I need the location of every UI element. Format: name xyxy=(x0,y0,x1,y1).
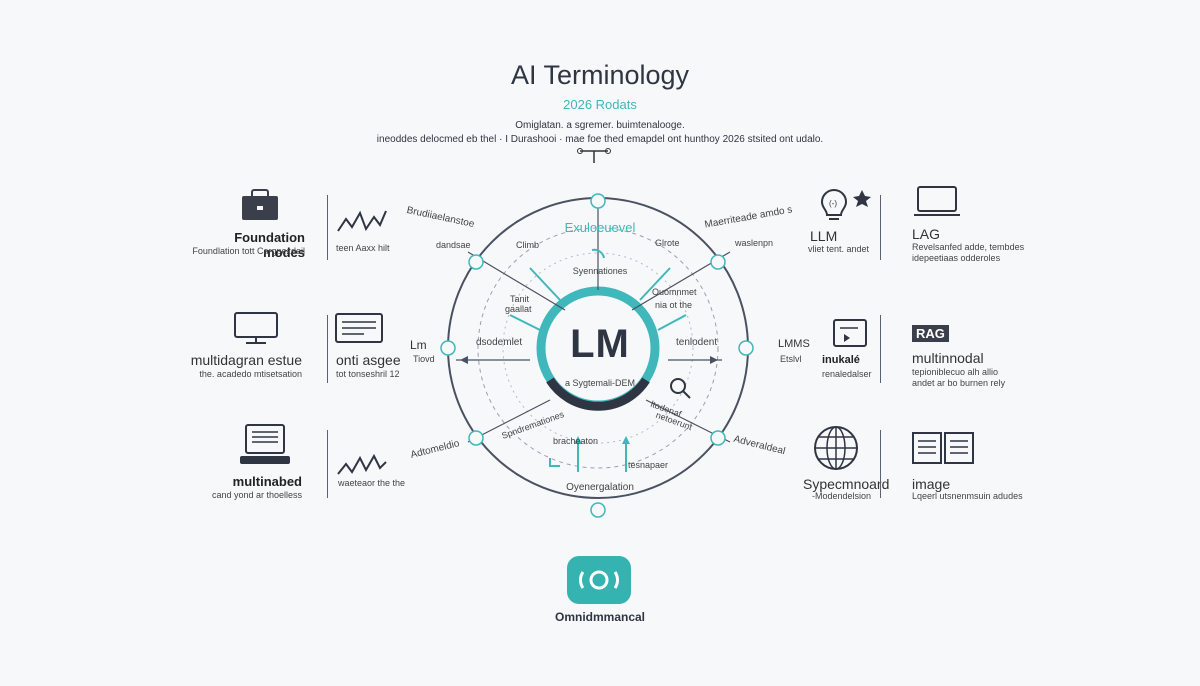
page-subtitle: 2026 Rodats xyxy=(563,97,637,112)
up-arrows xyxy=(574,436,630,444)
central-diagram xyxy=(440,193,754,518)
lightbulb-icon: (-) xyxy=(820,188,871,220)
left-inner-label: dsodemlet xyxy=(476,337,523,348)
right-outside-label: LMMS xyxy=(778,338,810,350)
inner-dotted-ring xyxy=(502,252,694,444)
book-icon xyxy=(912,432,974,464)
side-caption-2: tot tonseshril 12 xyxy=(336,369,400,379)
inner-upper-left-3: gaallat xyxy=(505,304,532,314)
inner-upper-right-2: Ouomnmet xyxy=(652,287,697,297)
globe-icon xyxy=(814,426,858,470)
description-line-1: Omiglatan. a sgremer. buimtenalooge. xyxy=(515,120,685,131)
multimodal-title: multinnodal xyxy=(912,350,984,366)
divider xyxy=(880,315,881,383)
brand-logo-icon xyxy=(578,570,620,590)
divider xyxy=(327,430,328,498)
bottom-caption-right: tesnapaer xyxy=(628,460,669,470)
divider xyxy=(327,315,328,383)
chart-caption-3: waeteaor the the xyxy=(338,478,406,488)
sypecmnoard-title: Sypecmnoard xyxy=(803,476,890,492)
line-chart-icon xyxy=(337,453,387,475)
image-caption: Lqeerl utsnenmsuin adudes xyxy=(912,491,1023,501)
multinabed-title: multinabed xyxy=(232,474,302,489)
presentation-icon xyxy=(833,319,867,347)
lag-caption-2: idepeetiaas odderoles xyxy=(912,253,1001,263)
inner-upper-right: Glrote xyxy=(655,238,680,248)
inner-upper-left-2: Tanit xyxy=(510,294,530,304)
inner-upper-left: Climb xyxy=(516,240,540,250)
center-ring-dark xyxy=(546,377,650,411)
multimodal-caption-2: andet ar bo burnen rely xyxy=(912,378,1006,388)
upper-right-sub: waslenpn xyxy=(735,238,774,248)
chart-caption-1: teen Aaxx hilt xyxy=(336,243,390,253)
monitor-icon xyxy=(234,312,278,344)
briefcase-icon xyxy=(242,189,278,220)
line-chart-icon xyxy=(337,210,387,232)
multimodal-caption-1: tepioniblecuo alh allio xyxy=(912,367,999,377)
lag-title: LAG xyxy=(912,226,941,242)
inner-upper-right-3: nia ot the xyxy=(655,300,693,310)
left-outside-sub: Tiovd xyxy=(413,354,435,364)
accent-marks xyxy=(549,248,605,467)
left-outside-label: Lm xyxy=(410,338,427,352)
brand-logo xyxy=(567,556,631,604)
ring-nodes xyxy=(440,193,754,518)
inukale-caption: renaledalser xyxy=(822,369,872,379)
right-inner-label: tenlodent xyxy=(676,337,718,348)
accent-spokes xyxy=(509,267,687,472)
upper-left-sub: dandsae xyxy=(436,240,471,250)
brand-name: Omnidmmancal xyxy=(554,610,646,624)
inner-dashed-ring xyxy=(477,227,719,469)
foundation-models-caption: Foundlation tott Cargpezdeil xyxy=(192,246,305,256)
divider xyxy=(880,195,881,260)
lag-caption-1: Revelsanfed adde, tembdes xyxy=(912,242,1025,252)
sypecmnoard-caption: -Modendelsion xyxy=(812,491,872,501)
center-caption: a Sygtemali-DEM xyxy=(564,378,636,388)
right-outside-sub: Etslvl xyxy=(780,354,802,364)
top-label: Exuloeuevel xyxy=(564,220,636,235)
divider xyxy=(880,430,881,498)
magnifier-icon xyxy=(670,378,691,399)
foundation-models-title: Foundation modes xyxy=(234,230,305,260)
inukale-title: inukalé xyxy=(822,354,860,366)
llm-caption: vliet tent. andet xyxy=(808,244,870,254)
divider xyxy=(327,195,328,260)
page-title: AI Terminology xyxy=(510,60,690,90)
document-window-icon xyxy=(335,313,383,343)
svg-text:(-): (-) xyxy=(829,199,837,208)
center-label: LM xyxy=(570,322,630,366)
laptop-icon xyxy=(240,424,290,464)
description-line-2: ineoddes delocmed eb thel · I Durashooi … xyxy=(376,134,824,145)
top-caption: Syennationes xyxy=(572,266,628,276)
connector-icon xyxy=(577,148,611,163)
bottom-caption-left: bracheaton xyxy=(553,436,599,446)
multidiagram-caption: the. acadedo mtisetsation xyxy=(199,369,302,379)
llm-title: LLM xyxy=(810,228,838,244)
image-title: image xyxy=(912,476,951,492)
rag-badge: RAG xyxy=(912,325,949,342)
side-title-2: onti asgee xyxy=(336,352,401,368)
laptop-icon xyxy=(914,186,960,216)
bottom-label: Oyenergalation xyxy=(566,482,634,493)
multinabed-caption: cand yond ar thoelless xyxy=(211,490,302,500)
multidiagram-title: multidagran estue xyxy=(190,352,302,368)
